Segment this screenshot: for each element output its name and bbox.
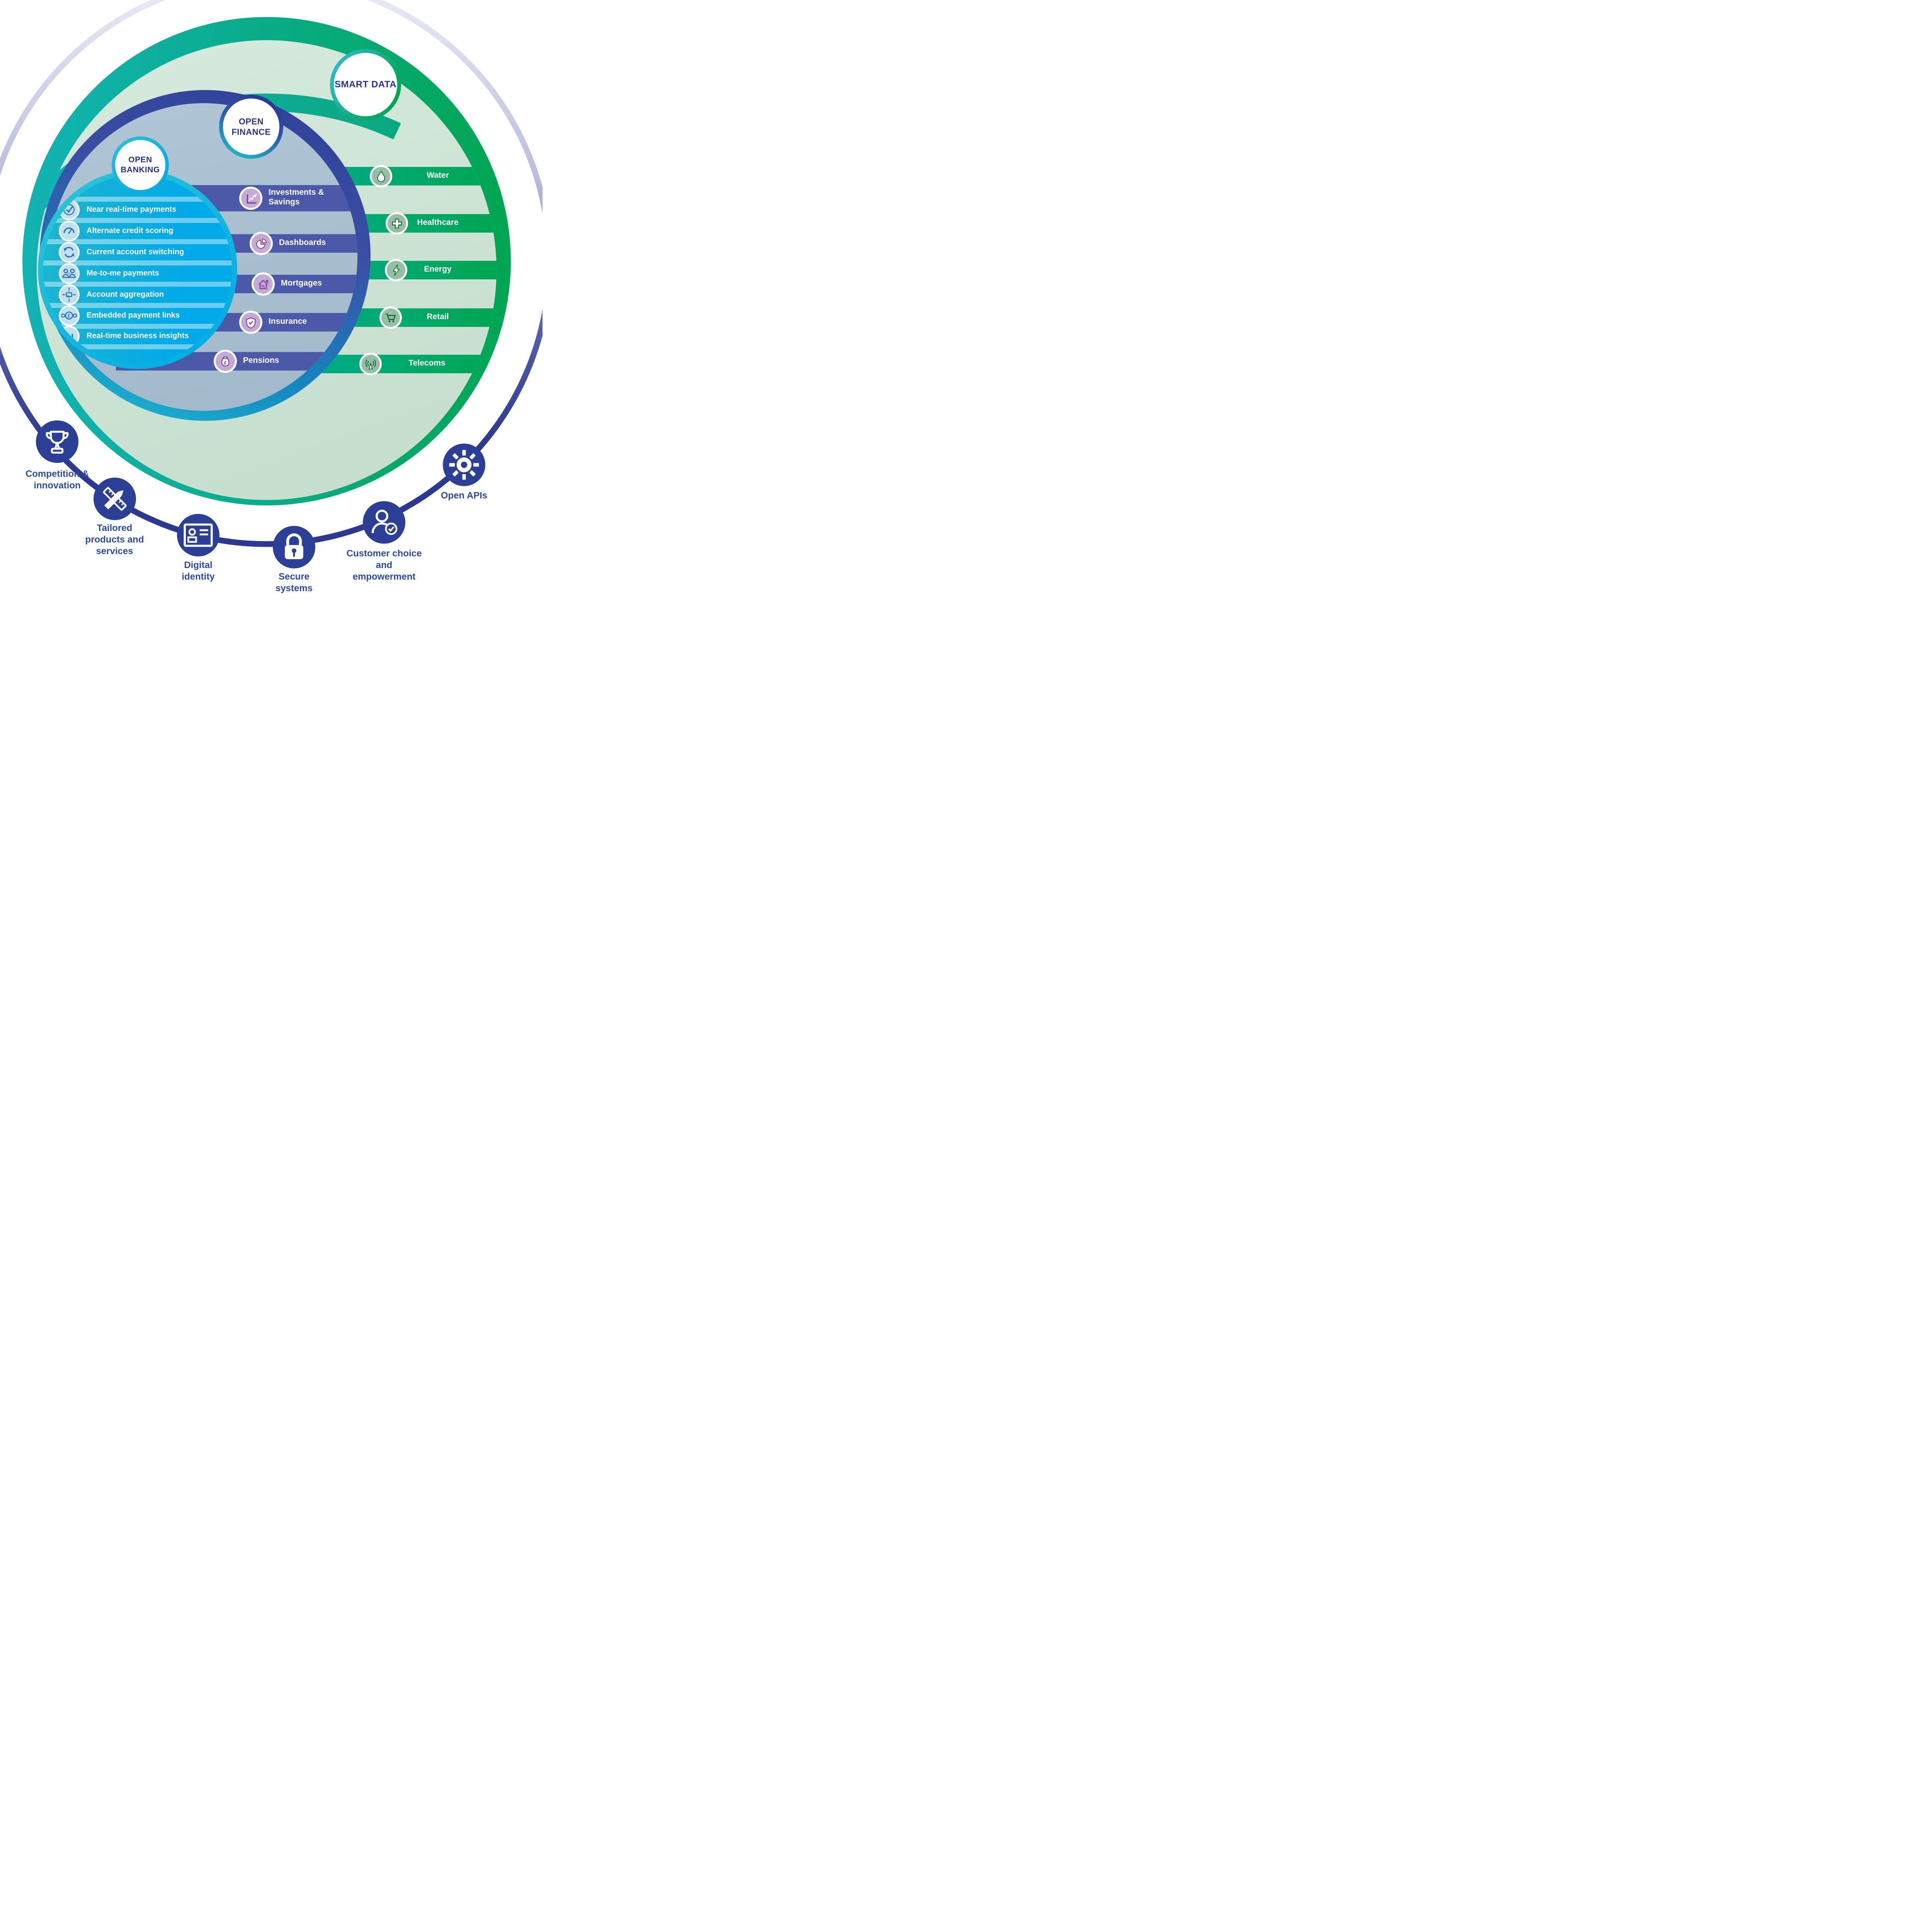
svg-text:£: £ [224,360,226,366]
digital-identity-label: Digital identity [182,560,215,582]
line-chart-icon [239,187,262,210]
secure-systems-label: Secure systems [275,571,313,594]
shield-check-icon [239,311,262,334]
open-banking-title: OPEN BANKING [115,140,165,190]
smart-data-title: SMART DATA [334,53,397,116]
house-percent-icon: % [252,272,275,296]
row-stripe [43,324,232,329]
insurance-label: Insurance [269,317,307,326]
smart-data-title-circle: SMART DATA [330,49,401,120]
dashboards-label: Dashboards [279,238,326,247]
lightning-icon [385,259,407,281]
person-check-icon [363,501,405,544]
droplet-icon [370,165,392,187]
open-banking-title-circle: OPEN BANKING [112,136,169,194]
row-stripe [43,197,232,202]
competition-innovation-label: Competition & innovation [26,469,89,491]
telecoms-label: Telecoms [408,359,446,367]
trophy-icon [36,420,78,463]
open-apis-label: Open APIs [440,490,488,501]
people-icon [59,263,80,284]
gauge-icon [59,221,80,242]
aggregation-icon [59,284,80,305]
foundations-ring-arc [0,0,543,547]
id-card-icon [177,514,219,556]
open-finance-title: OPEN FINANCE [223,99,279,155]
svg-text:£: £ [68,313,71,319]
current-account-switching-label: Current account switching [87,248,184,256]
svg-text:%: % [261,284,265,289]
open-finance-title-circle: OPEN FINANCE [219,95,283,159]
ruler-pencil-icon [94,478,136,520]
real-time-business-insights-label: Real-time business insights [87,332,189,340]
padlock-icon [273,526,315,568]
open-data-ecosystem-infographic: Water Healthcare Energy Retail Telecoms … [0,0,543,633]
check-icon [59,199,80,220]
pensions-label: Pensions [243,356,279,365]
investments-label: Investments & Savings [269,188,324,207]
open-banking-interior: £ Near real-time payments Alternate cred… [43,175,232,364]
row-stripe [43,260,232,265]
antenna-icon [359,353,382,375]
retail-label: Retail [427,312,449,321]
cart-icon [379,306,402,329]
row-stripe [43,239,232,244]
row-stripe [43,303,232,308]
near-real-time-payments-label: Near real-time payments [87,205,177,214]
switch-arrows-icon [59,242,80,263]
row-stripe [43,218,232,223]
payment-link-icon: £ [59,305,80,326]
gear-icon [443,444,485,486]
customer-choice-label: Customer choice and empowerment [346,548,422,582]
plus-icon [386,212,408,235]
row-stripe [43,344,232,349]
open-banking-circle: £ Near real-time payments Alternate cred… [38,170,237,369]
me-to-me-payments-label: Me-to-me payments [87,269,159,277]
row-stripe [43,282,232,287]
water-label: Water [427,171,449,180]
tailored-products-label: Tailored products and services [85,523,144,556]
account-aggregation-label: Account aggregation [87,290,164,299]
healthcare-label: Healthcare [417,218,459,227]
pie-chart-icon [250,232,273,255]
bar-chart-icon [59,326,80,347]
mortgages-label: Mortgages [281,279,322,287]
alternate-credit-scoring-label: Alternate credit scoring [87,226,173,235]
money-bag-icon: £ [214,350,237,373]
energy-label: Energy [424,265,452,274]
embedded-payment-links-label: Embedded payment links [87,311,180,320]
